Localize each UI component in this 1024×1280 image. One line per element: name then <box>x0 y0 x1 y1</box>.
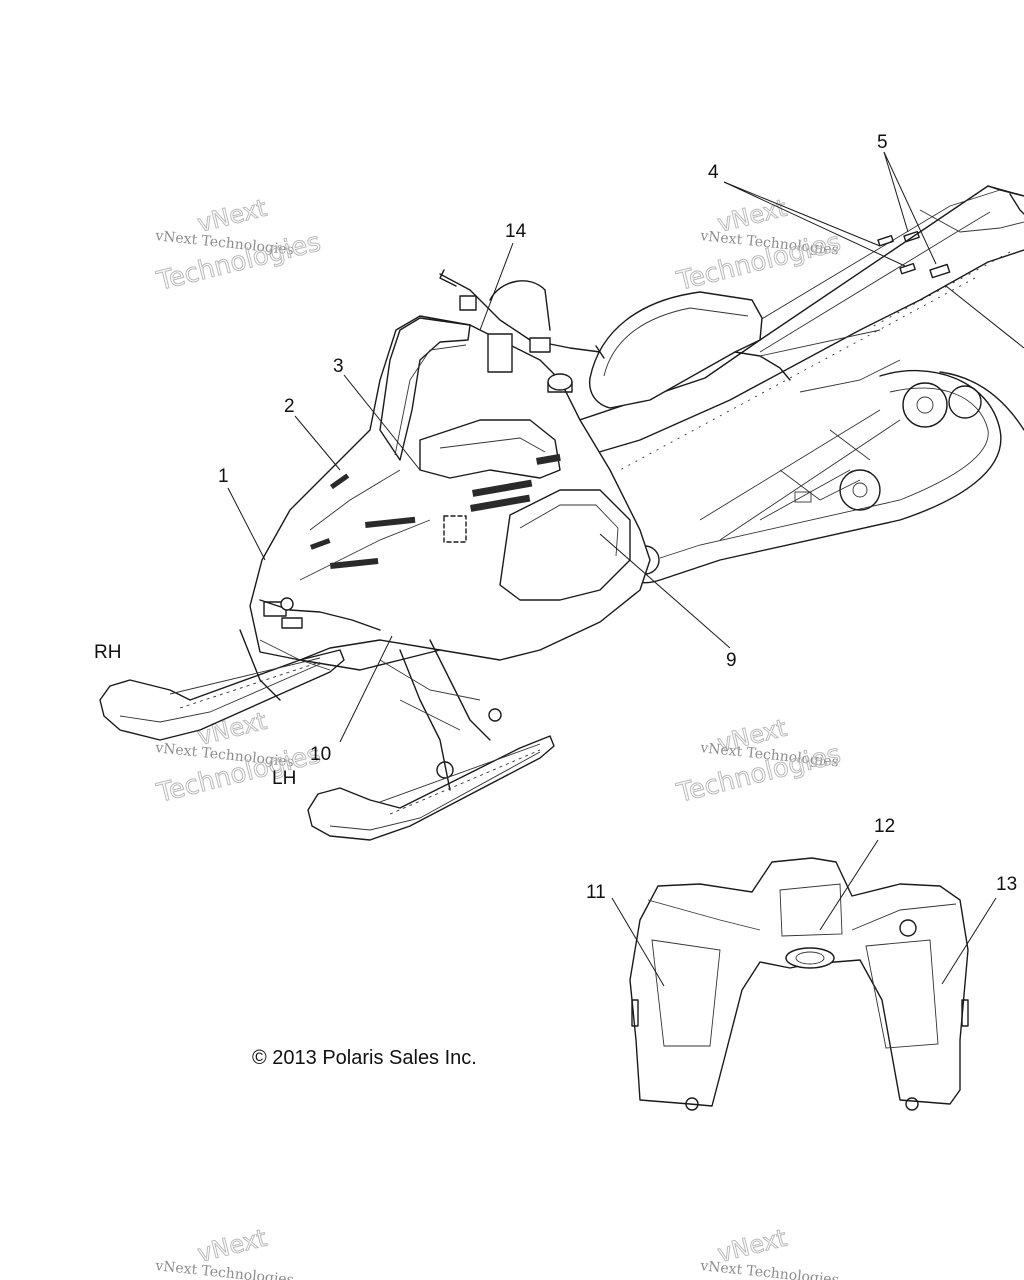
watermark-text: vNext Technologies <box>699 1258 840 1280</box>
watermark-vnext: vNext <box>195 194 270 238</box>
front-suspension <box>239 629 502 791</box>
watermark-mid-left: vNext vNext Technologies Technologies <box>153 706 324 809</box>
hood-body <box>249 315 651 671</box>
callout-11: 11 <box>586 882 606 903</box>
watermark-bottom-left: vNext vNext Technologies <box>154 1223 295 1280</box>
leader-lines <box>227 151 1024 987</box>
label-right-hand: RH <box>94 642 121 663</box>
vent-grille <box>310 453 561 569</box>
callout-2: 2 <box>284 396 295 417</box>
watermark-top-left: vNext vNext Technologies Technologies <box>153 193 324 297</box>
watermark-bottom-right: vNext vNext Technologies <box>699 1223 840 1280</box>
callout-14: 14 <box>505 221 527 242</box>
seat <box>588 291 881 409</box>
hood-inset-drawing <box>629 857 969 1111</box>
watermark-mid-right: vNext vNext Technologies Technologies <box>673 713 844 809</box>
callout-10: 10 <box>310 744 331 765</box>
label-left-hand: LH <box>272 768 296 789</box>
watermark-top-right: vNext vNext Technologies Technologies <box>673 193 844 297</box>
watermark-vnext: vNext <box>195 1224 270 1268</box>
copyright-notice: © 2013 Polaris Sales Inc. <box>252 1047 477 1069</box>
track-suspension <box>625 359 1024 584</box>
callout-4: 4 <box>708 162 719 183</box>
watermark-vnext: vNext <box>195 707 270 751</box>
callout-1: 1 <box>218 466 229 487</box>
callout-9: 9 <box>726 650 737 671</box>
callout-3: 3 <box>333 356 344 377</box>
callout-12: 12 <box>874 816 895 837</box>
right-ski <box>99 649 345 741</box>
callout-13: 13 <box>996 874 1017 895</box>
callout-5: 5 <box>877 132 888 153</box>
snowmobile-drawing <box>99 185 1024 841</box>
left-ski <box>307 735 555 841</box>
